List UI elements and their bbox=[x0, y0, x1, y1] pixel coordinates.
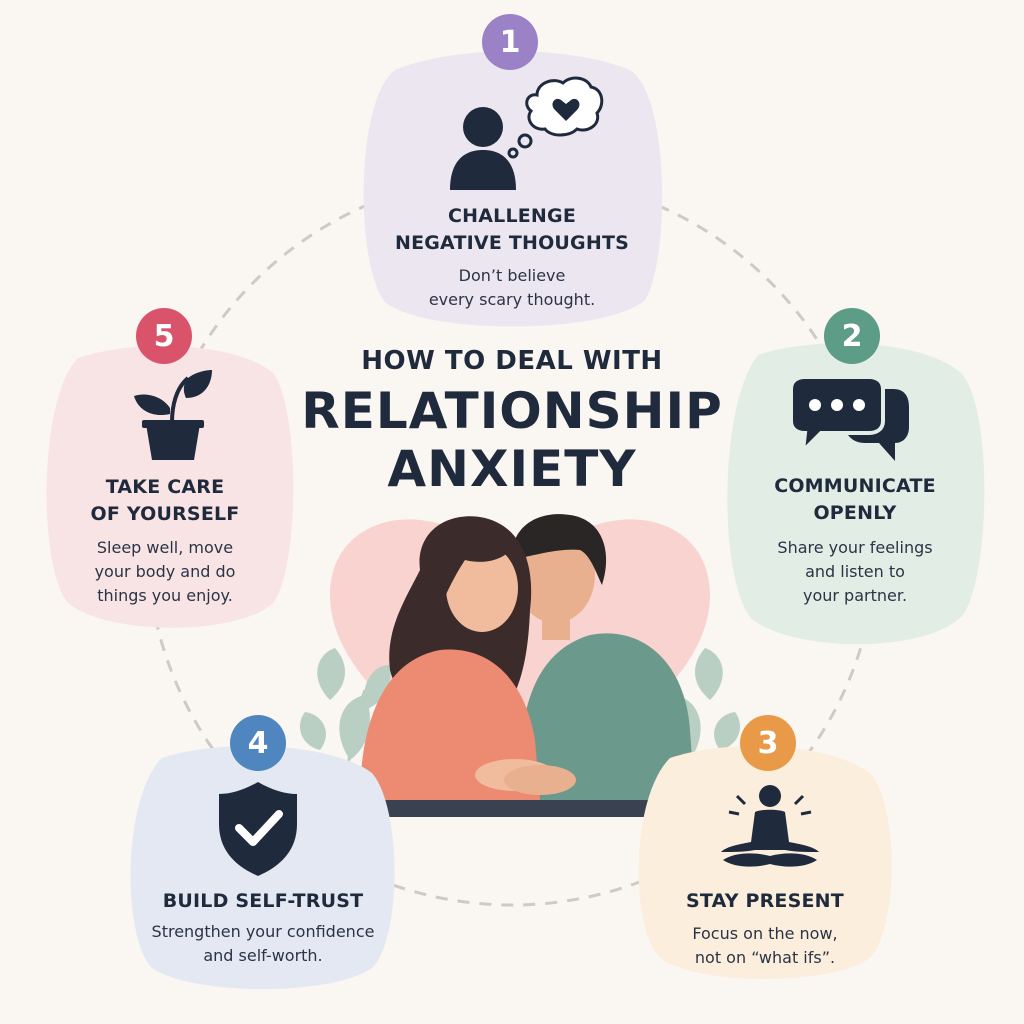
step-2-title-line2: OPENLY bbox=[813, 502, 897, 524]
potted-plant-icon bbox=[134, 370, 212, 460]
heading-title-line1: RELATIONSHIP bbox=[301, 382, 723, 440]
heading-subtitle: HOW TO DEAL WITH bbox=[361, 346, 663, 376]
step-5-desc-line1: Sleep well, move bbox=[96, 538, 234, 557]
card-5-background bbox=[46, 346, 294, 628]
step-4-desc-line1: Strengthen your confidence bbox=[151, 922, 375, 941]
step-1-title-line2: NEGATIVE THOUGHTS bbox=[394, 232, 630, 254]
step-2-title-line1: COMMUNICATE bbox=[774, 475, 936, 497]
step-5-title-line1: TAKE CARE bbox=[105, 476, 225, 498]
step-3-badge: 3 bbox=[740, 715, 796, 771]
step-3-desc-line1: Focus on the now, bbox=[692, 924, 838, 943]
step-2-desc-line3: your partner. bbox=[802, 586, 908, 605]
step-1-badge: 1 bbox=[482, 14, 538, 70]
step-1-desc-line2: every scary thought. bbox=[428, 290, 596, 309]
step-4-badge: 4 bbox=[230, 715, 286, 771]
step-3-title-line1: STAY PRESENT bbox=[686, 890, 844, 912]
speech-bubbles-icon bbox=[789, 375, 909, 461]
step-5-desc-line3: things you enjoy. bbox=[97, 586, 233, 605]
step-2-badge: 2 bbox=[824, 308, 880, 364]
couple-illustration bbox=[300, 514, 740, 830]
step-2-desc-line1: Share your feelings bbox=[777, 538, 933, 557]
step-4-desc-line2: and self-worth. bbox=[203, 946, 323, 965]
shield-check-icon bbox=[219, 782, 297, 876]
step-5-desc-line2: your body and do bbox=[94, 562, 236, 581]
step-4-title-line1: BUILD SELF-TRUST bbox=[162, 890, 364, 912]
step-3-desc-line2: not on “what ifs”. bbox=[694, 948, 836, 967]
step-1-desc-line1: Don’t believe bbox=[458, 266, 566, 285]
person-thought-heart-icon bbox=[450, 76, 604, 190]
step-1-title-line1: CHALLENGE bbox=[447, 205, 577, 227]
meditation-icon bbox=[721, 785, 819, 867]
step-5-badge: 5 bbox=[136, 308, 192, 364]
heading-title-line2: ANXIETY bbox=[387, 440, 637, 498]
step-2-desc-line2: and listen to bbox=[805, 562, 905, 581]
step-5-title-line2: OF YOURSELF bbox=[90, 503, 240, 525]
